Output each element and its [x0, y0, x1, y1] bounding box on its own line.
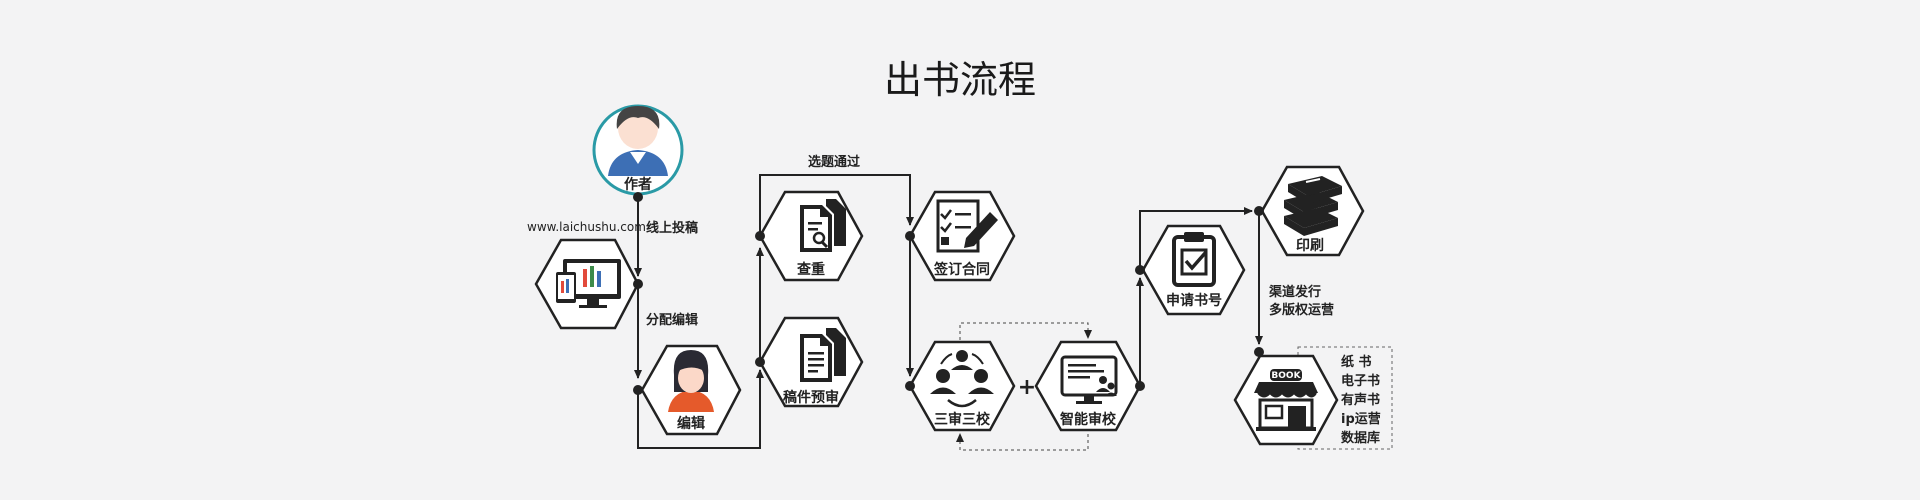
devices-icon	[556, 259, 621, 308]
duplicate-check-node[interactable]: 查重	[758, 190, 864, 282]
platform-node[interactable]	[534, 238, 640, 330]
team-icon	[930, 350, 994, 408]
document-search-icon	[800, 199, 846, 252]
sign-contract-node[interactable]: 签订合同	[908, 190, 1016, 282]
monitor-review-icon	[1060, 355, 1118, 404]
apply-isbn-label: 申请书号	[1166, 292, 1222, 309]
checklist-pen-icon	[936, 199, 998, 253]
bookstore-node[interactable]: BOOK	[1233, 354, 1339, 446]
bookstore-icon: BOOK	[1254, 369, 1318, 431]
connectors	[634, 174, 1263, 449]
smart-review-node[interactable]: 智能审校	[1034, 340, 1142, 432]
edge-label-topic-approved: 选题通过	[808, 154, 860, 170]
smart-review-label: 智能审校	[1059, 411, 1117, 428]
platform-url[interactable]: www.laichushu.com	[527, 220, 646, 234]
three-reviews-node[interactable]: 三审三校	[908, 340, 1016, 432]
editor-avatar-icon	[668, 350, 714, 412]
diagram-title: 出书流程	[884, 58, 1036, 102]
editor-label: 编辑	[677, 415, 705, 432]
edge-label-assign-editor: 分配编辑	[646, 312, 698, 328]
three-reviews-label: 三审三校	[934, 411, 991, 428]
edge-label-channel-2: 多版权运营	[1269, 302, 1334, 318]
editor-node[interactable]: 编辑	[640, 344, 742, 436]
output-item: 纸 书	[1341, 354, 1372, 370]
document-icon	[800, 328, 846, 382]
author-label: 作者	[624, 176, 652, 193]
output-item: 有声书	[1341, 392, 1380, 408]
clipboard-check-icon	[1172, 232, 1216, 287]
books-stack-icon	[1284, 176, 1342, 236]
manuscript-review-label: 稿件预审	[783, 389, 839, 406]
author-node[interactable]: 作者	[592, 104, 684, 196]
printing-node[interactable]: 印刷	[1260, 165, 1365, 257]
output-item: 电子书	[1341, 373, 1380, 389]
outputs-box	[1297, 346, 1393, 450]
printing-label: 印刷	[1296, 237, 1324, 254]
duplicate-check-label: 查重	[797, 261, 825, 278]
apply-isbn-node[interactable]: 申请书号	[1141, 224, 1246, 316]
outputs-list: 纸 书 电子书 有声书 ip运营 数据库	[1341, 354, 1381, 446]
edge-label-online-submission: 线上投稿	[646, 220, 698, 236]
sign-contract-label: 签订合同	[933, 261, 990, 278]
junction-dots	[633, 192, 1264, 395]
edge-label-channel-1: 渠道发行	[1268, 284, 1321, 300]
plus-sign: +	[1018, 375, 1036, 400]
output-item: 数据库	[1341, 430, 1380, 446]
output-item: ip运营	[1341, 411, 1381, 427]
book-badge-text: BOOK	[1271, 371, 1301, 381]
author-avatar-icon	[608, 106, 668, 176]
manuscript-review-node[interactable]: 稿件预审	[758, 316, 864, 408]
